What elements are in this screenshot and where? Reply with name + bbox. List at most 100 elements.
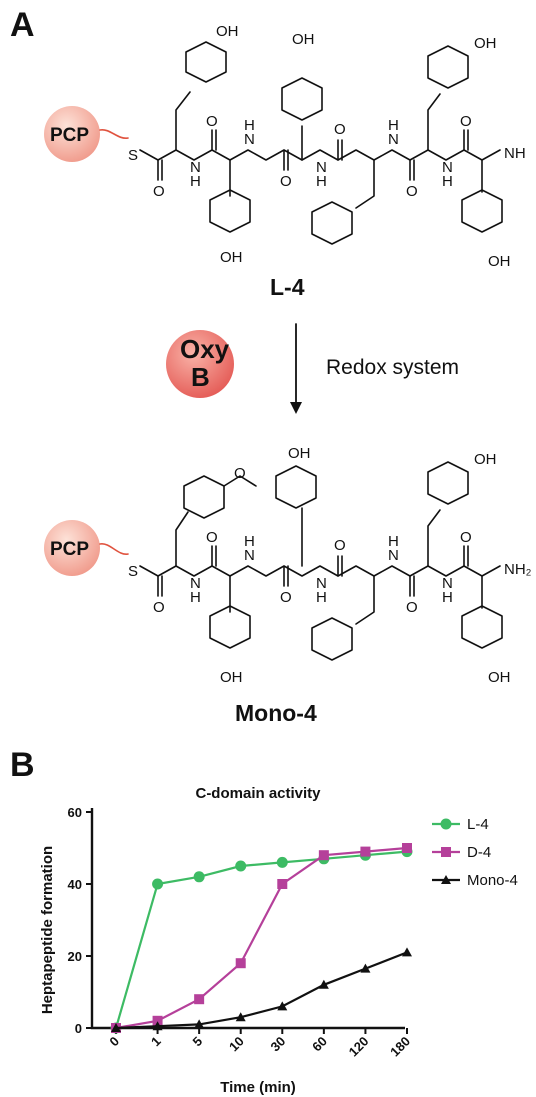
y-tick-label: 20 (68, 949, 82, 964)
legend-label: Mono-4 (467, 872, 518, 889)
hydroxyl-group: OH (488, 669, 511, 686)
hydroxyl-group: OH (220, 249, 243, 266)
carbonyl-oxygen: O (280, 173, 292, 190)
product-label: Mono-4 (235, 700, 317, 726)
carbonyl-oxygen: O (334, 121, 346, 138)
legend-marker (440, 818, 452, 830)
hydroxyl-group: OH (220, 669, 243, 686)
data-point (318, 979, 329, 989)
hydroxyl-group: OH (216, 23, 239, 40)
hydroxyl-group: OH (488, 253, 511, 270)
amide-nitrogen: N (442, 575, 453, 592)
data-point (402, 843, 412, 853)
x-tick-label: 30 (268, 1034, 289, 1055)
y-tick-label: 60 (68, 805, 82, 820)
terminal-amine: NH₂ (504, 561, 532, 578)
carbonyl-oxygen: O (153, 599, 165, 616)
panel-a-letter: A (10, 6, 35, 44)
y-tick-label: 40 (68, 877, 82, 892)
carbonyl-oxygen: O (334, 537, 346, 554)
data-point (277, 1001, 288, 1011)
hydroxyl-group: OH (474, 451, 497, 468)
x-axis-label: Time (min) (220, 1079, 296, 1096)
oxyb-label-line2: B (191, 362, 210, 392)
carbonyl-oxygen: O (406, 599, 418, 616)
data-point (276, 856, 288, 868)
data-point (152, 878, 164, 890)
series-line (114, 850, 408, 1029)
legend-label: D-4 (467, 844, 491, 861)
hydroxyl-group: OH (474, 35, 497, 52)
ether-oxygen: O (234, 465, 246, 482)
axes (90, 808, 405, 1030)
pcp-carrier-label: PCP (50, 539, 89, 560)
data-point (111, 1023, 121, 1032)
amide-hydrogen: H (388, 533, 399, 550)
reagent-label: Redox system (326, 356, 460, 379)
amide-nitrogen: N (442, 159, 453, 176)
legend-label: L-4 (467, 816, 489, 833)
amide-hydrogen: H (316, 173, 327, 190)
data-point (402, 947, 412, 957)
amide-hydrogen: H (190, 589, 201, 606)
data-point (193, 871, 205, 883)
series-line (115, 846, 408, 1030)
x-tick-label: 0 (106, 1034, 122, 1050)
x-tick-label: 120 (346, 1034, 372, 1060)
data-point (235, 1012, 246, 1022)
amide-hydrogen: H (316, 589, 327, 606)
data-point (194, 1019, 205, 1029)
y-axis-label: Heptapeptide formation (39, 846, 56, 1014)
amide-hydrogen: H (244, 533, 255, 550)
oxyb-label-line1: Oxy (180, 334, 230, 364)
c-domain-activity-chart: C-domain activity Heptapeptide formation… (39, 785, 518, 1096)
x-tick-label: 180 (387, 1034, 413, 1060)
amide-nitrogen: N (190, 159, 201, 176)
carbonyl-oxygen: O (460, 113, 472, 130)
data-point (194, 994, 205, 1005)
x-tick-label: 60 (309, 1034, 330, 1055)
data-point (318, 850, 329, 861)
amide-nitrogen: N (190, 575, 201, 592)
hydroxyl-group: OH (288, 445, 311, 462)
amide-hydrogen: H (244, 117, 255, 134)
data-point (360, 963, 371, 973)
amide-nitrogen: N (316, 575, 327, 592)
panel-b-letter: B (10, 746, 35, 784)
amide-nitrogen: N (388, 547, 399, 564)
amide-hydrogen: H (190, 173, 201, 190)
amide-nitrogen: N (244, 547, 255, 564)
chart-title: C-domain activity (195, 785, 321, 802)
data-point (277, 879, 288, 889)
pcp-carrier-circle (44, 106, 100, 162)
data-point (235, 958, 246, 969)
amide-nitrogen: N (316, 159, 327, 176)
x-tick-label: 10 (226, 1034, 247, 1055)
carbonyl-oxygen: O (206, 113, 218, 130)
series-line (115, 951, 408, 1030)
data-point (235, 860, 247, 872)
oxyb-enzyme-circle (166, 330, 234, 398)
sulfur-atom: S (128, 563, 138, 580)
amide-nitrogen: N (388, 131, 399, 148)
reaction-arrow-head (290, 402, 302, 414)
hydroxyl-group: OH (292, 31, 315, 48)
pcp-carrier-circle (44, 520, 100, 576)
carbonyl-oxygen: O (460, 529, 472, 546)
carbonyl-oxygen: O (406, 183, 418, 200)
legend-marker (441, 847, 451, 857)
substrate-l4-structure: PCP S O O O O O O N H N H N H N H N H NH… (44, 23, 526, 270)
substrate-label: L-4 (270, 274, 305, 300)
amide-hydrogen: H (442, 173, 453, 190)
carbonyl-oxygen: O (280, 589, 292, 606)
sulfur-atom: S (128, 147, 138, 164)
x-tick-label: 1 (148, 1034, 164, 1050)
amide-nitrogen: N (244, 131, 255, 148)
amide-hydrogen: H (388, 117, 399, 134)
terminal-amine: NH (504, 145, 526, 162)
carbonyl-oxygen: O (153, 183, 165, 200)
data-point (152, 1021, 163, 1031)
product-mono4-structure: PCP S O O O O O O N H N H N H N H N H NH… (44, 445, 532, 686)
